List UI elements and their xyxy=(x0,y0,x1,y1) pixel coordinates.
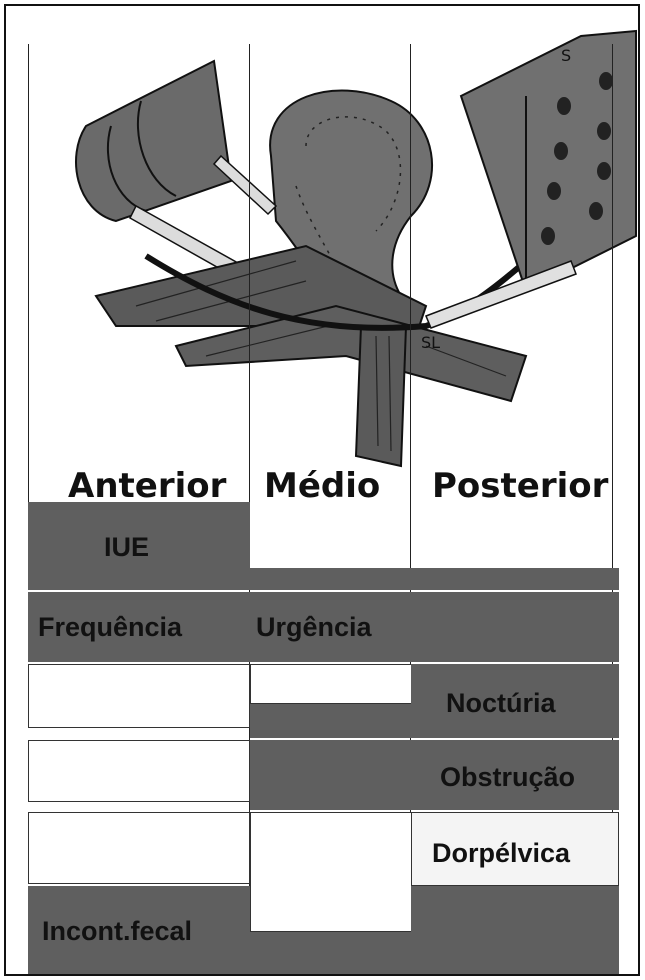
cell-anterior-incont-fecal xyxy=(28,886,250,974)
cell-medio-row5-empty xyxy=(250,812,412,932)
label-obstrucao: Obstrução xyxy=(440,762,576,792)
label-nocturia: Noctúria xyxy=(446,688,556,718)
cell-medio-row4 xyxy=(250,740,412,810)
cell-posterior-dor-pelvica xyxy=(411,812,619,886)
cell-medio-row1-strip xyxy=(250,568,412,590)
cell-posterior-nocturia xyxy=(411,664,619,738)
cell-medio-row3-strip xyxy=(250,704,412,738)
cell-anterior-frequencia xyxy=(28,592,250,662)
label-sl: SL xyxy=(421,333,440,352)
label-dor-pelvica: Dorpélvica xyxy=(432,838,571,868)
column-divider-right xyxy=(612,44,613,974)
cell-medio-row6-strip xyxy=(250,932,412,974)
label-iue: IUE xyxy=(104,532,150,562)
label-frequencia: Frequência xyxy=(38,612,183,642)
cell-medio-urgencia xyxy=(250,592,412,662)
label-incont-fecal: Incont.fecal xyxy=(42,916,193,946)
sacrum-block xyxy=(459,29,637,293)
diagram-frame: S SL Anterior Médio Posterior IUE Frequê… xyxy=(4,4,640,976)
anterior-cylinder xyxy=(75,59,233,223)
header-medio: Médio xyxy=(264,466,381,506)
cell-anterior-iue xyxy=(28,502,250,590)
cell-posterior-row1-strip xyxy=(411,568,619,590)
cell-medio-row3-empty xyxy=(250,664,412,704)
cell-anterior-row5-empty xyxy=(28,812,250,884)
cell-anterior-row3-empty xyxy=(28,664,250,728)
column-divider-left xyxy=(28,44,29,504)
header-anterior: Anterior xyxy=(68,466,227,506)
cell-posterior-obstrucao xyxy=(411,740,619,810)
label-s: S xyxy=(561,46,571,65)
posterior-sling xyxy=(425,260,577,329)
label-urgencia: Urgência xyxy=(256,612,372,642)
column-divider-medio-posterior xyxy=(410,44,411,974)
cell-anterior-row4-empty xyxy=(28,740,250,802)
pelvic-anatomy-illustration: S SL xyxy=(75,29,637,468)
cell-posterior-row2 xyxy=(411,592,619,662)
header-posterior: Posterior xyxy=(432,466,609,506)
pelvic-floor-muscles xyxy=(94,244,528,468)
cell-posterior-row6 xyxy=(411,886,619,974)
